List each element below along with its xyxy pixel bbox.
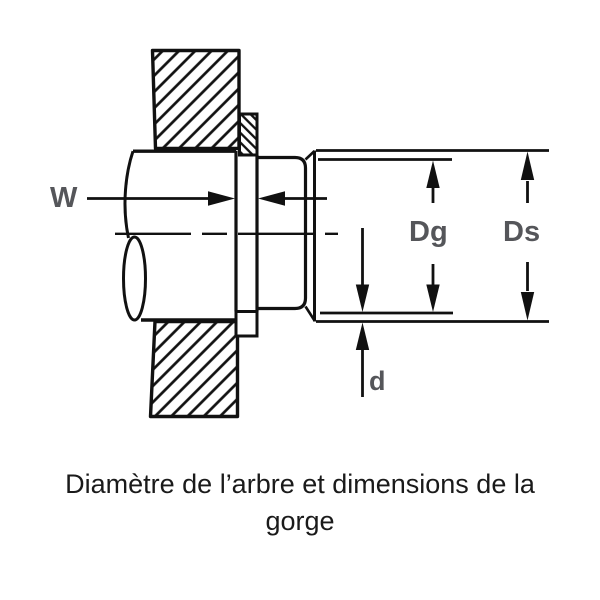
retaining-ring-top	[238, 112, 259, 157]
figure-caption-line1: Diamètre de l’arbre et dimensions de la	[65, 469, 535, 499]
extension-lines	[316, 149, 549, 323]
shaft-break-ellipse	[122, 235, 147, 322]
dimension-arrow-dg	[426, 160, 440, 312]
housing-wall-lower	[148, 319, 240, 419]
figure-caption: Diamètre de l’arbre et dimensions de la …	[0, 466, 600, 540]
label-shaft-diameter: Ds	[503, 216, 541, 248]
dimension-arrow-ds	[520, 151, 535, 321]
shaft-groove	[234, 151, 259, 312]
housing-wall-upper	[150, 48, 241, 151]
shaft-left-section	[122, 149, 236, 322]
label-groove-width: W	[50, 182, 78, 214]
dimension-arrow-w	[87, 191, 327, 206]
label-groove-depth: d	[369, 366, 386, 396]
label-groove-diameter: Dg	[409, 216, 448, 248]
shaft-right-section	[257, 150, 316, 322]
retaining-ring-bottom	[234, 310, 259, 338]
dimension-arrow-d	[355, 228, 370, 397]
figure-caption-line2: gorge	[265, 506, 335, 536]
